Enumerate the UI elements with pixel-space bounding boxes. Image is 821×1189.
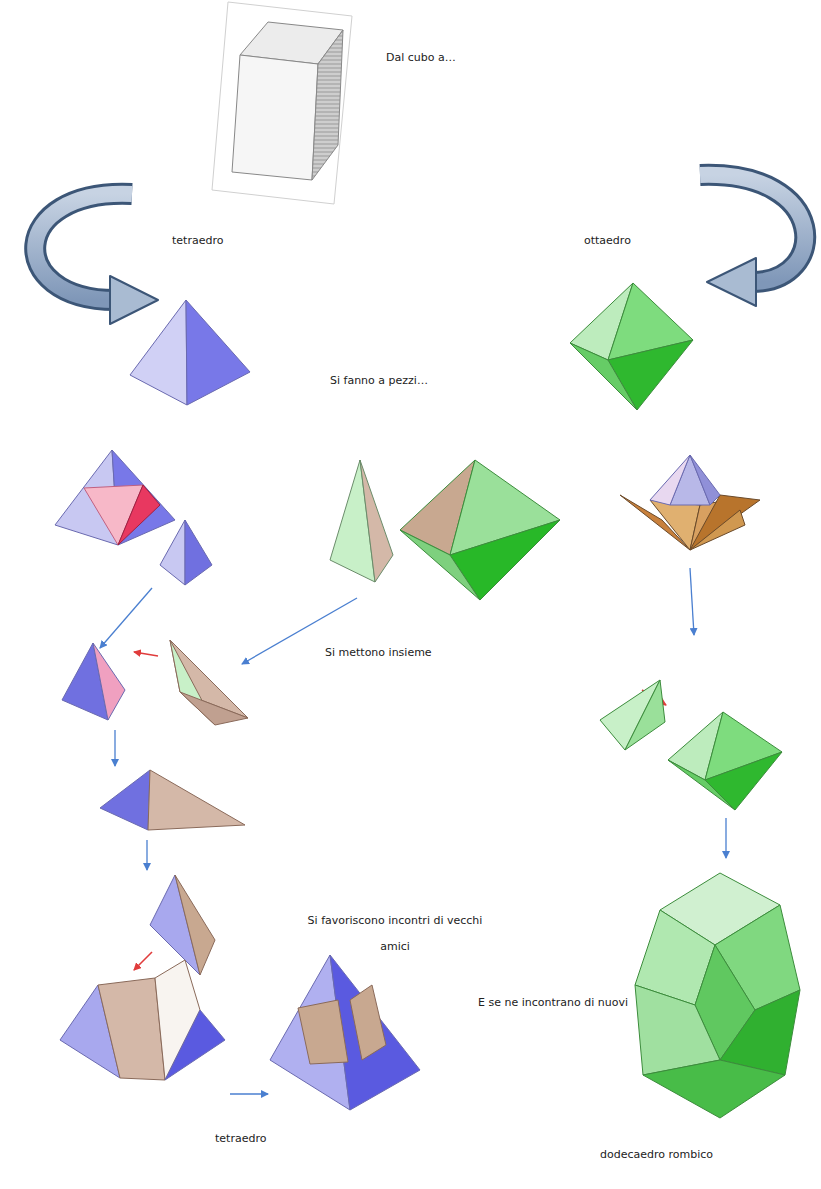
- octahedron: [668, 712, 782, 810]
- octahedron: [570, 283, 693, 410]
- tetrahedron: [130, 300, 250, 405]
- split-tetrahedron: [55, 450, 212, 585]
- joined-piece: [100, 770, 245, 830]
- pyramid-assembly: [620, 455, 760, 550]
- octahedron-piece: [170, 640, 248, 725]
- label-text: Si mettono insieme: [325, 640, 485, 666]
- cube: [212, 2, 352, 204]
- octahedron-piece: [600, 680, 665, 750]
- octahedron: [400, 460, 560, 600]
- label-text: Dal cubo a…: [386, 45, 546, 71]
- label-text: Si favoriscono incontri di vecchi amici: [300, 908, 490, 960]
- curved-arrow: [700, 175, 805, 306]
- joined-piece: [150, 875, 215, 975]
- label-text: tetraedro: [172, 228, 292, 254]
- label-text: ottaedro: [584, 228, 704, 254]
- label-text: E se ne incontrano di nuovi: [478, 990, 628, 1016]
- tetrahedron-piece: [62, 643, 125, 720]
- flow-arrow: [100, 568, 726, 1094]
- curved-arrow: [35, 194, 158, 324]
- label-text: dodecaedro rombico: [600, 1142, 780, 1168]
- tetrahedron: [270, 955, 420, 1110]
- tetrahedron-assembly: [60, 960, 225, 1080]
- rhombic-dodecahedron: [635, 873, 800, 1118]
- label-text: tetraedro: [215, 1126, 335, 1152]
- octahedron-piece: [330, 460, 393, 582]
- label-text: Si fanno a pezzi…: [330, 368, 490, 394]
